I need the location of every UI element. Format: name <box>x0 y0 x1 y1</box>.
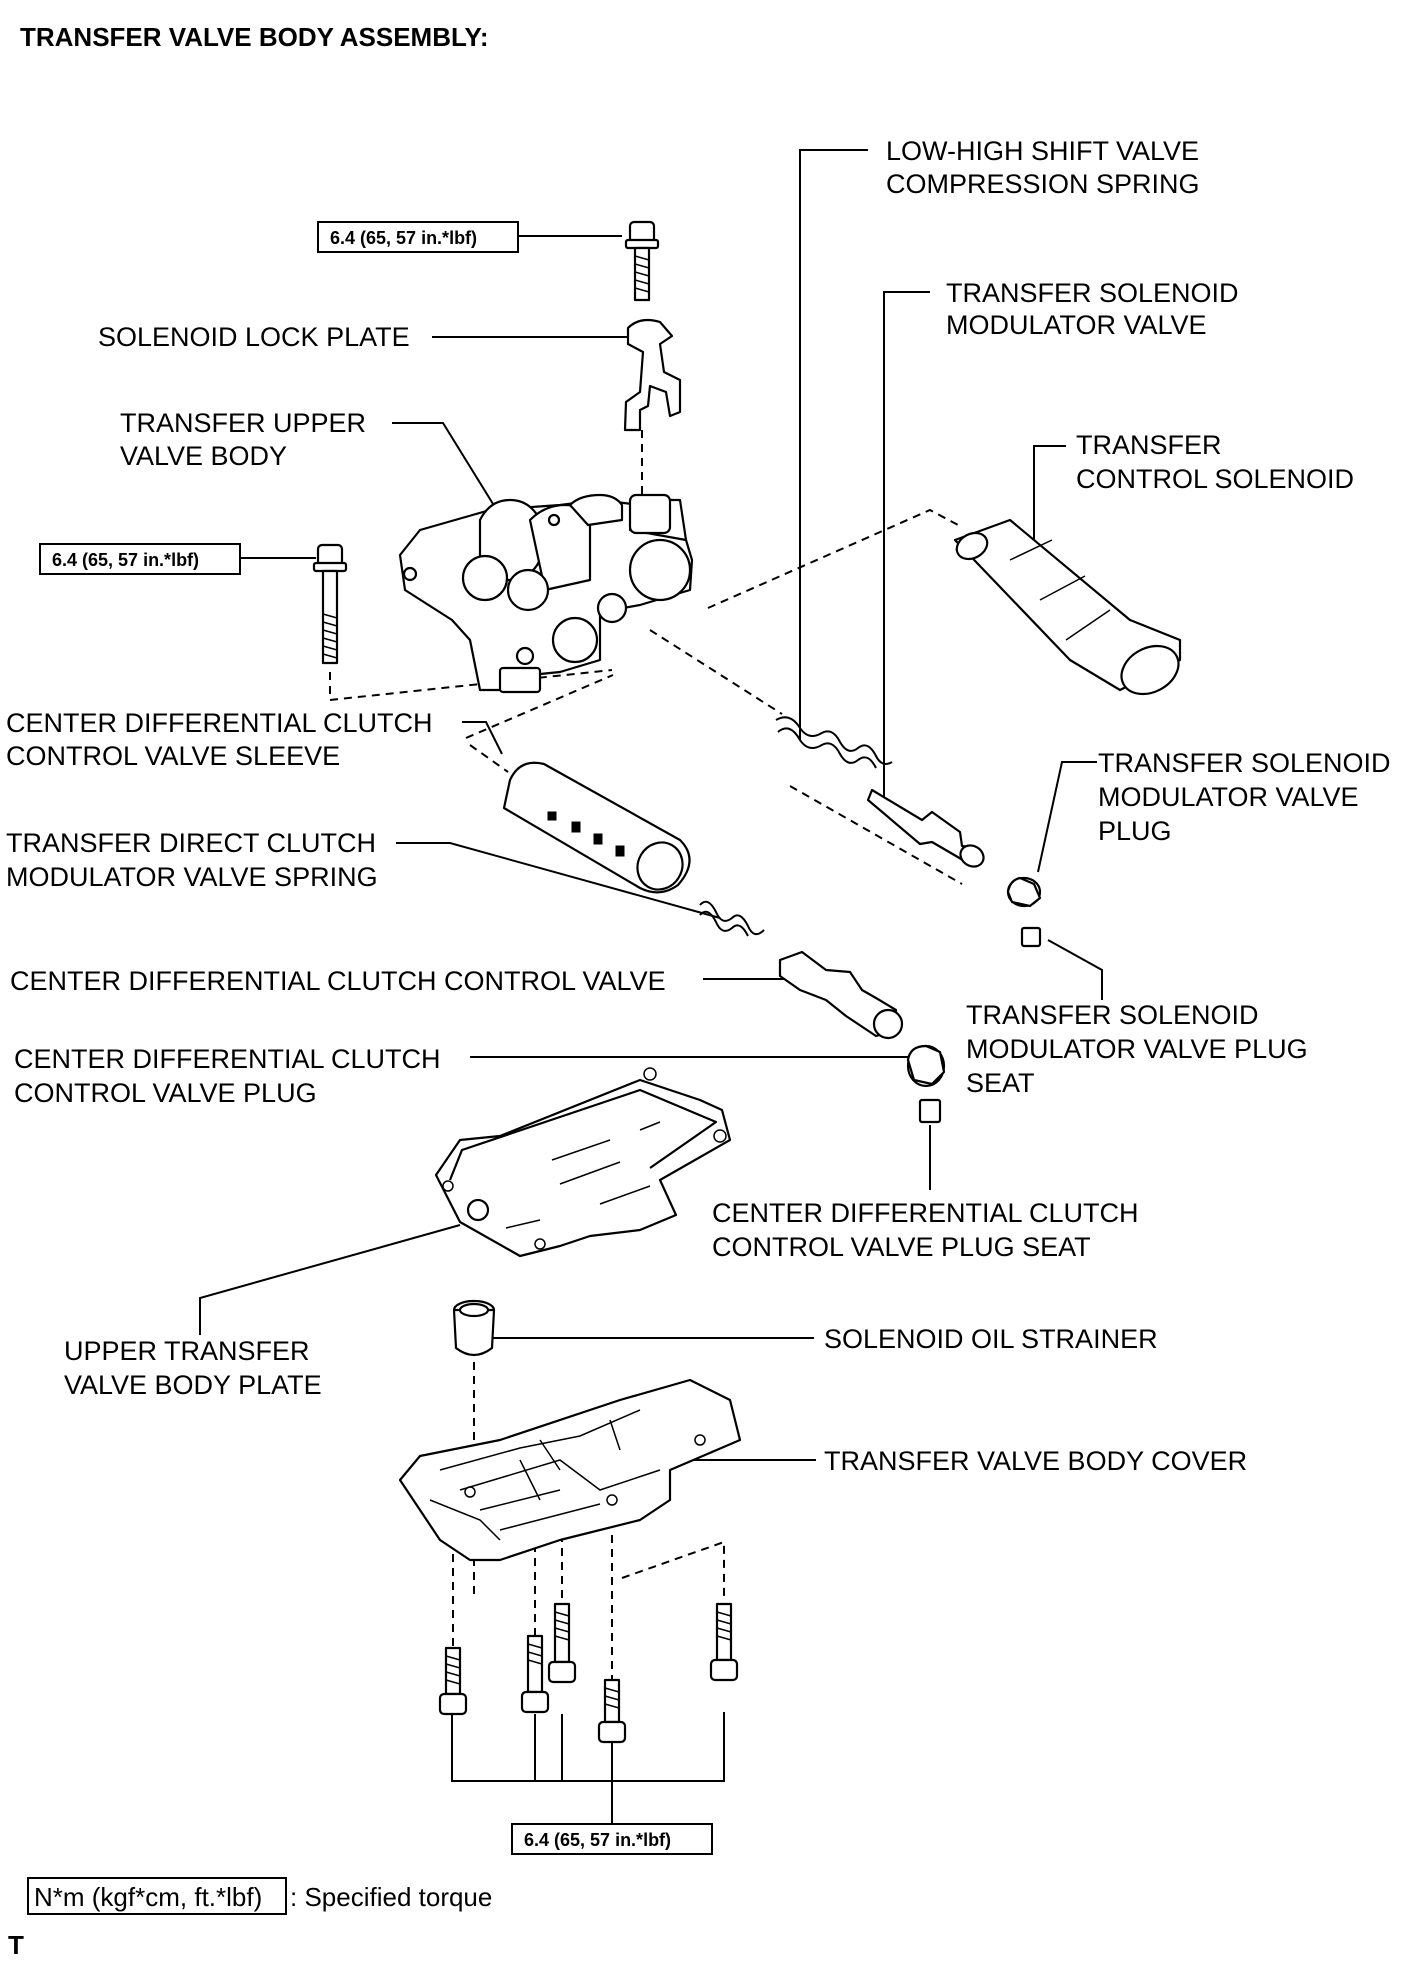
center-diff-clutch-control-valve-plug <box>906 1044 946 1088</box>
label-mod-plug-2: MODULATOR VALVE <box>1098 782 1359 812</box>
label-cover: TRANSFER VALVE BODY COVER <box>824 1446 1247 1476</box>
label-upper-body-1: TRANSFER UPPER <box>120 408 366 438</box>
label-plug-seat-2: MODULATOR VALVE PLUG <box>966 1034 1308 1064</box>
svg-text:6.4 (65, 57 in.*lbf): 6.4 (65, 57 in.*lbf) <box>524 1830 671 1850</box>
low-high-shift-valve-spring <box>775 716 893 769</box>
label-upper-body-2: VALVE BODY <box>120 441 287 471</box>
bolt-bottom-4 <box>597 1678 627 1744</box>
torque-callout-bottom: 6.4 (65, 57 in.*lbf) <box>511 1823 713 1855</box>
svg-text:6.4 (65, 57 in.*lbf): 6.4 (65, 57 in.*lbf) <box>52 550 199 570</box>
label-cd-seat-2: CONTROL VALVE PLUG SEAT <box>712 1232 1091 1262</box>
legend-description: : Specified torque <box>290 1882 492 1912</box>
torque-callout-top: 6.4 (65, 57 in.*lbf) <box>317 221 519 253</box>
label-plug-seat-3: SEAT <box>966 1068 1035 1098</box>
label-control-solenoid-1: TRANSFER <box>1076 430 1222 460</box>
bolt-left <box>312 543 348 665</box>
upper-transfer-valve-body-plate <box>434 1067 732 1258</box>
transfer-solenoid-modulator-valve <box>866 788 985 868</box>
transfer-valve-body-cover <box>398 1378 742 1562</box>
label-direct-spring-1: TRANSFER DIRECT CLUTCH <box>6 828 376 858</box>
label-sol-mod-valve-1: TRANSFER SOLENOID <box>946 278 1239 308</box>
diagram-title: TRANSFER VALVE BODY ASSEMBLY: <box>20 22 489 52</box>
label-sleeve-1: CENTER DIFFERENTIAL CLUTCH <box>6 708 433 738</box>
label-sleeve-2: CONTROL VALVE SLEEVE <box>6 741 340 771</box>
transfer-solenoid-plug-seat <box>1020 926 1042 948</box>
leader-lines <box>199 149 1103 1838</box>
label-cd-seat-1: CENTER DIFFERENTIAL CLUTCH <box>712 1198 1139 1228</box>
label-low-high-spring-2: COMPRESSION SPRING <box>886 169 1200 199</box>
bolt-bottom-3 <box>547 1602 577 1684</box>
label-sol-mod-valve-2: MODULATOR VALVE <box>946 310 1207 340</box>
label-body-plate-2: VALVE BODY PLATE <box>64 1370 322 1400</box>
footer-code: T <box>8 1930 24 1960</box>
svg-text:6.4 (65, 57 in.*lbf): 6.4 (65, 57 in.*lbf) <box>330 228 477 248</box>
bolt-bottom-2 <box>520 1634 550 1714</box>
label-body-plate-1: UPPER TRANSFER <box>64 1336 310 1366</box>
label-strainer: SOLENOID OIL STRAINER <box>824 1324 1158 1354</box>
label-direct-spring-2: MODULATOR VALVE SPRING <box>6 862 378 892</box>
label-mod-plug-3: PLUG <box>1098 816 1172 846</box>
center-diff-clutch-control-valve <box>778 950 904 1040</box>
bolt-top <box>624 220 660 302</box>
label-plug-seat-1: TRANSFER SOLENOID <box>966 1000 1259 1030</box>
label-cd-plug-1: CENTER DIFFERENTIAL CLUTCH <box>14 1044 441 1074</box>
bolt-bottom-5 <box>709 1602 739 1682</box>
bolt-bottom-1 <box>438 1646 468 1716</box>
label-low-high-spring-1: LOW-HIGH SHIFT VALVE <box>886 136 1199 166</box>
label-lock-plate: SOLENOID LOCK PLATE <box>98 322 410 352</box>
label-cd-plug-2: CONTROL VALVE PLUG <box>14 1078 317 1108</box>
transfer-solenoid-modulator-plug <box>1006 876 1042 908</box>
label-control-solenoid-2: CONTROL SOLENOID <box>1076 464 1354 494</box>
solenoid-lock-plate <box>623 318 682 432</box>
transfer-control-solenoid <box>953 518 1182 696</box>
transfer-upper-valve-body <box>398 493 694 694</box>
legend-unit: N*m (kgf*cm, ft.*lbf) <box>34 1882 262 1912</box>
label-mod-plug-1: TRANSFER SOLENOID <box>1098 748 1391 778</box>
center-diff-clutch-control-valve-sleeve <box>502 761 691 894</box>
center-diff-clutch-plug-seat <box>918 1098 942 1124</box>
torque-legend: N*m (kgf*cm, ft.*lbf) : Specified torque <box>27 1877 492 1915</box>
label-cd-valve: CENTER DIFFERENTIAL CLUTCH CONTROL VALVE <box>10 966 666 996</box>
solenoid-oil-strainer <box>452 1299 496 1357</box>
torque-callout-left: 6.4 (65, 57 in.*lbf) <box>39 543 241 575</box>
part-labels: LOW-HIGH SHIFT VALVE COMPRESSION SPRING … <box>6 136 1391 1476</box>
transfer-direct-clutch-spring <box>699 900 765 937</box>
